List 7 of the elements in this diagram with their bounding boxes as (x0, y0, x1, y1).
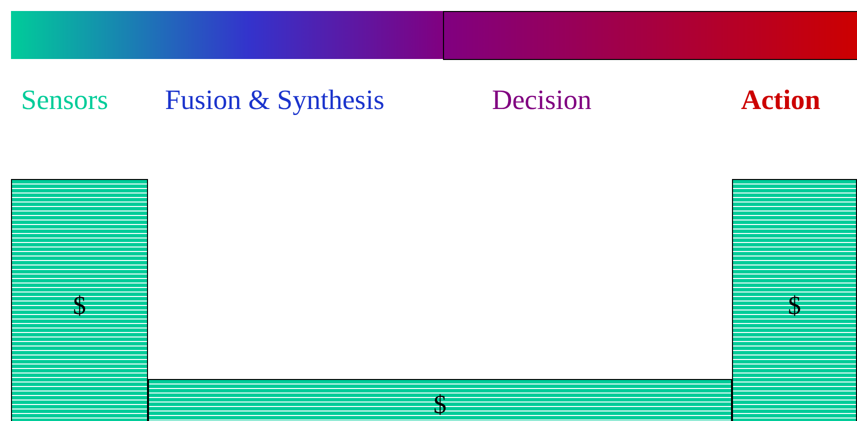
hatched-bar (148, 379, 732, 421)
stage-label: Fusion & Synthesis (165, 84, 384, 118)
stage-label: Action (741, 84, 820, 118)
hatched-bar (732, 179, 857, 421)
stage-label: Decision (492, 84, 592, 118)
stage-label: Sensors (21, 84, 108, 118)
hatched-bar (11, 179, 148, 421)
